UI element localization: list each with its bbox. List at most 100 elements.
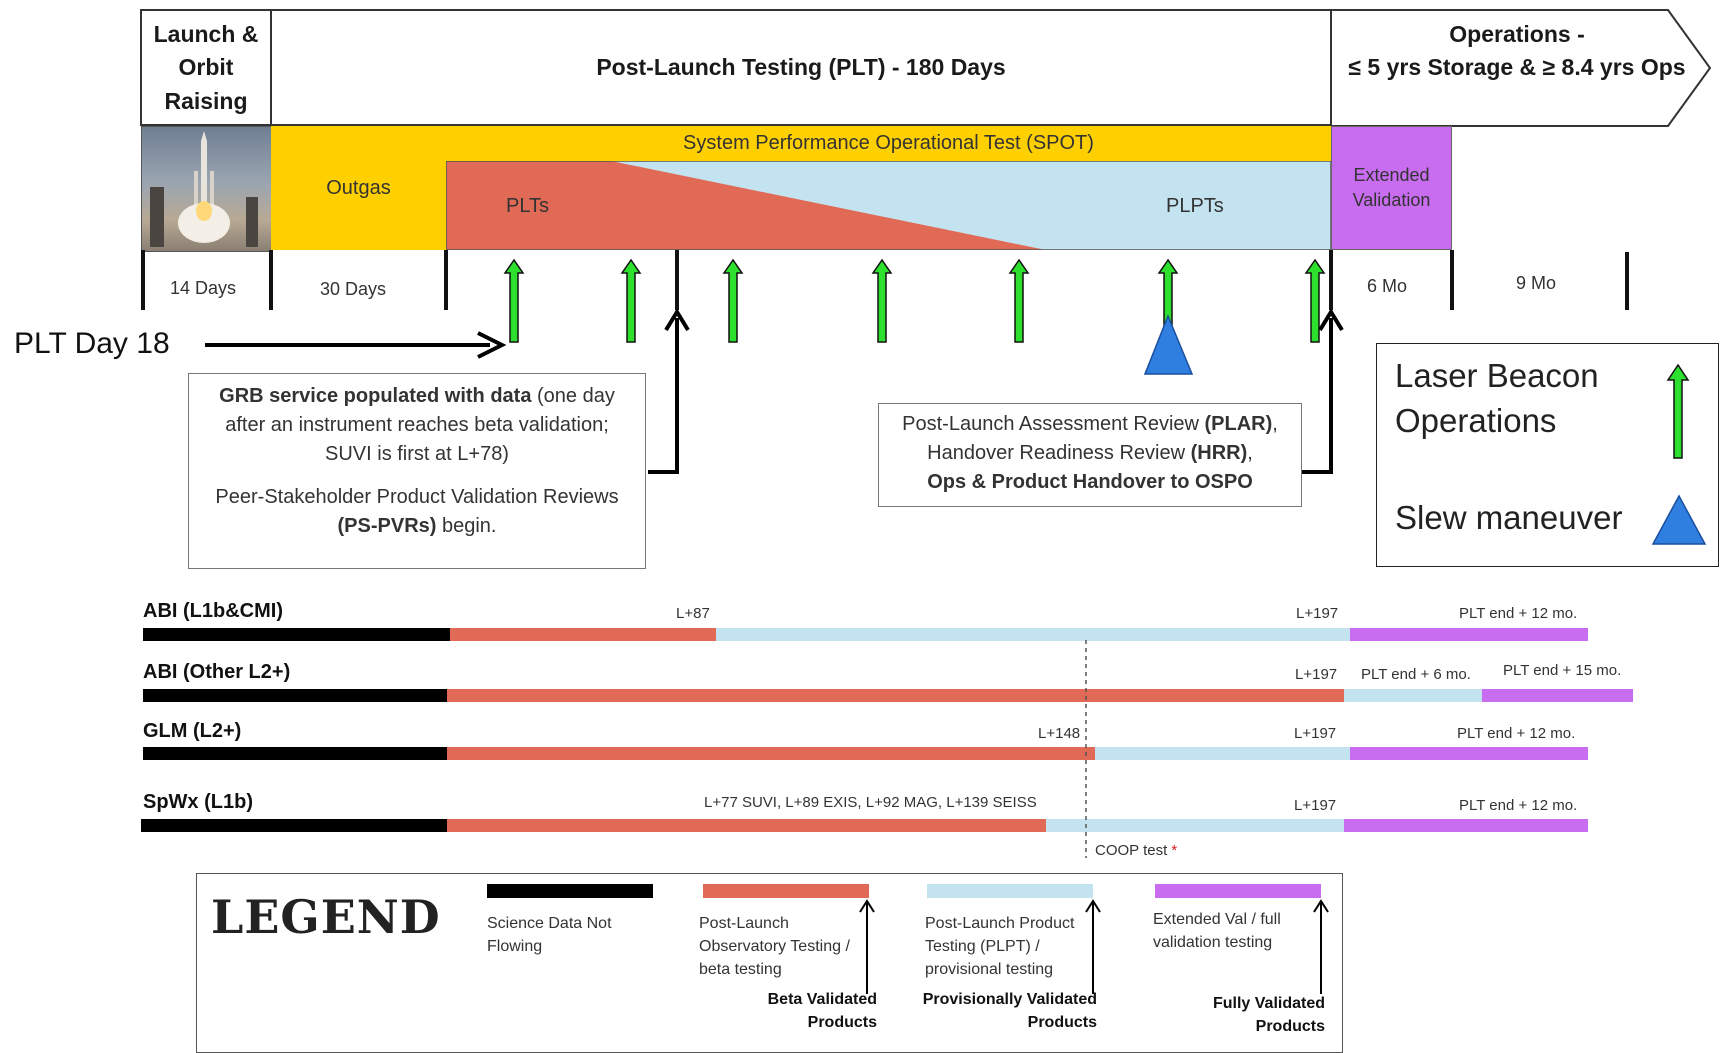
grb-note-box: GRB service populated with data (one day… xyxy=(188,373,646,569)
outgas-label: Outgas xyxy=(326,176,391,199)
outgas-phase: Outgas xyxy=(271,126,446,250)
hrr-line: Handover Readiness Review (HRR), xyxy=(887,439,1293,468)
laser-beacon-icon xyxy=(1009,259,1029,343)
launch-photo xyxy=(141,126,273,252)
legend-swatch-purple xyxy=(1155,884,1321,898)
bar-extended-validation xyxy=(1482,689,1633,702)
bar-extended-validation xyxy=(1350,747,1588,760)
product-name-abi-l1b: ABI (L1b&CMI) xyxy=(143,600,283,622)
operations-header: Operations - ≤ 5 yrs Storage & ≥ 8.4 yrs… xyxy=(1334,18,1700,85)
legend-provisional-milestone: Provisionally Validated Products xyxy=(922,991,1097,1032)
slew-key-icon xyxy=(1651,494,1707,545)
symbol-key-box: Laser Beacon Operations Slew maneuver xyxy=(1376,343,1719,567)
hrr-comma: , xyxy=(1247,442,1253,464)
bar-extended-validation xyxy=(1350,628,1588,641)
milestone-label: L+87 xyxy=(676,605,710,622)
plt-header: Post-Launch Testing (PLT) - 180 Days xyxy=(596,54,1006,81)
rocket-icon xyxy=(150,131,258,247)
plpts-label: PLPTs xyxy=(1166,195,1224,217)
pspvr-note-text: Peer-Stakeholder Product Validation Revi… xyxy=(201,483,633,541)
milestone-label: PLT end + 12 mo. xyxy=(1459,605,1578,622)
plar-bold: (PLAR) xyxy=(1204,413,1273,435)
legend-provisional-text: Post-Launch Product Testing (PLPT) / pro… xyxy=(925,915,1075,979)
tick xyxy=(1329,250,1333,310)
legend-title: LEGEND xyxy=(211,890,441,944)
tick xyxy=(1625,252,1629,310)
plt-day-label: PLT Day 18 xyxy=(14,327,170,360)
plar-comma: , xyxy=(1272,413,1278,435)
duration-6-mo: 6 Mo xyxy=(1367,276,1408,296)
duration-30-days: 30 Days xyxy=(320,279,387,299)
coop-test-label: COOP test * xyxy=(1095,842,1177,859)
laser-beacon-icon xyxy=(723,259,743,343)
handover-line: Ops & Product Handover to OSPO xyxy=(887,468,1293,497)
tick xyxy=(444,250,448,310)
hrr-bold: (HRR) xyxy=(1190,442,1248,464)
timeline-header: Launch & Orbit Raising Post-Launch Testi… xyxy=(0,0,1722,130)
pspvr-note-end: begin. xyxy=(436,515,497,537)
milestone-label: PLT end + 12 mo. xyxy=(1457,725,1576,742)
header-outline xyxy=(140,9,1712,127)
legend-swatch-black xyxy=(487,884,653,898)
legend-no-data-text: Science Data Not Flowing xyxy=(487,915,612,956)
grb-pointer-arrow xyxy=(648,318,679,474)
bar-beta-testing xyxy=(447,819,1046,832)
tick xyxy=(141,250,145,310)
bar-no-data xyxy=(143,747,447,760)
hrr-text: Handover Readiness Review xyxy=(927,442,1191,464)
legend-provisional-arrow xyxy=(1085,899,1101,994)
spot-label: System Performance Operational Test (SPO… xyxy=(683,132,1094,154)
milestone-label: PLT end + 12 mo. xyxy=(1459,797,1578,814)
timeline-markers xyxy=(205,259,1344,474)
bar-beta-testing xyxy=(450,628,716,641)
product-name-glm: GLM (L2+) xyxy=(143,720,242,742)
plar-pointer-arrow xyxy=(1302,318,1333,474)
legend-swatch-red xyxy=(703,884,869,898)
tick xyxy=(675,250,679,310)
milestone-label: PLT end + 6 mo. xyxy=(1361,666,1471,683)
product-name-spwx: SpWx (L1b) xyxy=(143,791,253,813)
bar-provisional-testing xyxy=(716,628,1350,641)
grb-note-bold: GRB service populated with data xyxy=(219,385,532,407)
coop-test-star: * xyxy=(1171,842,1178,859)
plar-note-box: Post-Launch Assessment Review (PLAR), Ha… xyxy=(878,403,1302,507)
plar-line: Post-Launch Assessment Review (PLAR), xyxy=(887,410,1293,439)
pspvr-note-start: Peer-Stakeholder Product Validation Revi… xyxy=(215,486,619,508)
bar-beta-testing xyxy=(447,689,1344,702)
laser-beacon-icon xyxy=(504,259,524,343)
bar-provisional-testing xyxy=(1344,689,1482,702)
slew-key-label: Slew maneuver xyxy=(1395,499,1623,536)
laser-beacon-key-label: Laser Beacon Operations xyxy=(1395,357,1599,439)
laser-beacon-key-icon xyxy=(1666,363,1690,459)
coop-test-line xyxy=(1085,640,1087,858)
slew-maneuver-icon xyxy=(1143,314,1194,375)
grb-note-rest: (one day after an instrument reaches bet… xyxy=(225,385,615,465)
duration-14-days: 14 Days xyxy=(170,278,237,298)
bar-no-data xyxy=(141,819,447,832)
spot-bar: System Performance Operational Test (SPO… xyxy=(446,126,1331,161)
milestone-label: L+197 xyxy=(1295,666,1338,683)
duration-9-mo: 9 Mo xyxy=(1516,273,1557,293)
legend-swatch-blue xyxy=(927,884,1093,898)
plt-plpt-transition xyxy=(446,161,1331,250)
operations-header-line2: ≤ 5 yrs Storage & ≥ 8.4 yrs Ops xyxy=(1348,54,1686,81)
coop-test-text: COOP test xyxy=(1095,842,1168,859)
pspvr-note-bold: (PS-PVRs) xyxy=(337,515,437,537)
legend-box: LEGEND Science Data Not Flowing Post-Lau… xyxy=(196,873,1343,1053)
milestone-label: L+197 xyxy=(1294,797,1337,814)
tick xyxy=(269,250,273,310)
plar-text: Post-Launch Assessment Review xyxy=(902,413,1205,435)
laser-beacon-icon xyxy=(621,259,641,343)
operations-header-line1: Operations - xyxy=(1449,21,1585,47)
legend-extended-milestone: Fully Validated Products xyxy=(1212,995,1325,1036)
legend-extended-text: Extended Val / full validation testing xyxy=(1153,911,1281,952)
milestone-label: L+148 xyxy=(1038,725,1081,742)
bar-extended-validation xyxy=(1344,819,1588,832)
milestone-label: L+197 xyxy=(1296,605,1339,622)
laser-beacon-icon xyxy=(872,259,892,343)
handover-bold: Ops & Product Handover to OSPO xyxy=(927,471,1253,493)
bar-no-data xyxy=(143,628,450,641)
tick xyxy=(1450,250,1454,310)
legend-beta-milestone: Beta Validated Products xyxy=(767,991,877,1032)
milestone-label: PLT end + 15 mo. xyxy=(1503,662,1622,679)
